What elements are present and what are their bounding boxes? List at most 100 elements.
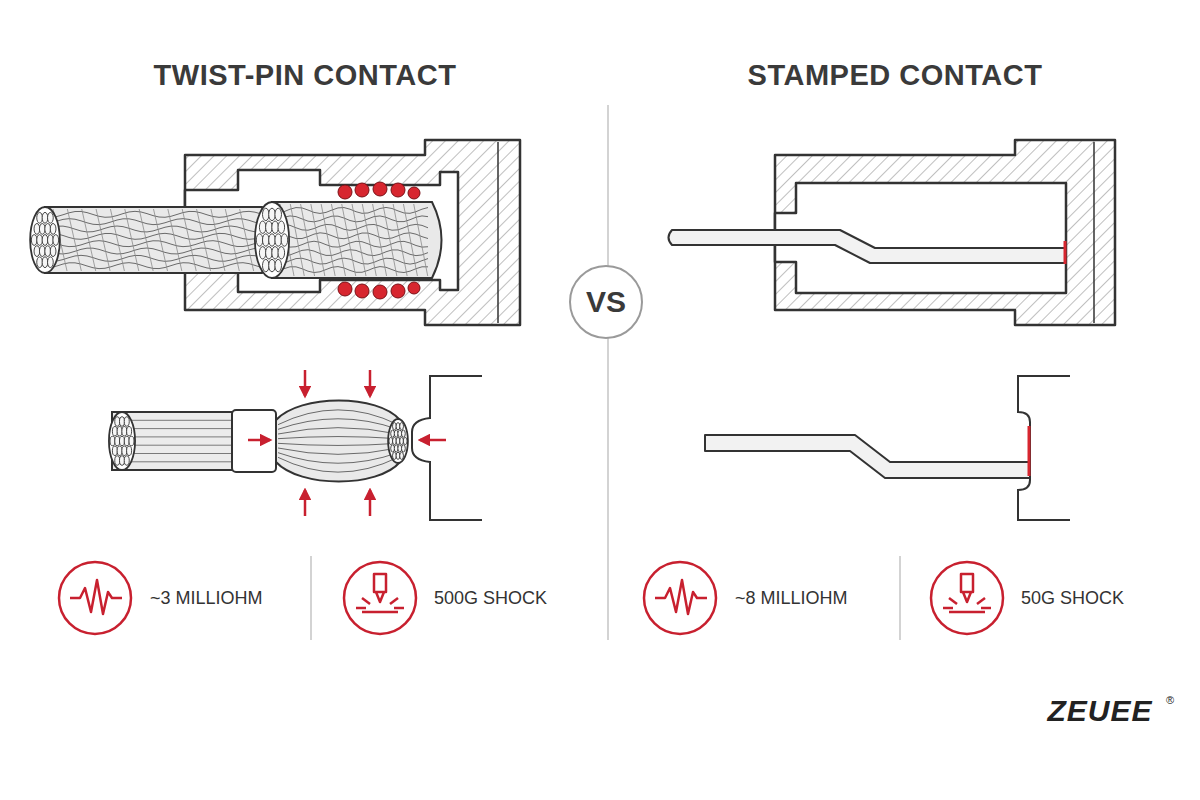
shock-rating: 50G SHOCK [1021, 588, 1124, 609]
twist-line [139, 209, 153, 271]
strand-end [278, 221, 285, 233]
strand-line [272, 250, 428, 256]
contact-bumps [391, 284, 405, 298]
strand-end [269, 208, 276, 220]
housing-profile [1018, 376, 1070, 520]
contact-bumps [373, 182, 387, 196]
contact-bumps [355, 284, 369, 298]
strand-end [115, 436, 120, 445]
shock-icon [981, 607, 991, 610]
twist-line [168, 209, 182, 271]
stat-divider [899, 556, 901, 640]
strand-end [42, 212, 48, 223]
cable-body [45, 207, 270, 273]
strand-line [272, 267, 428, 273]
strand-end [50, 224, 56, 235]
strand-line [45, 211, 261, 217]
shock-icon [356, 607, 366, 610]
strand-end [124, 417, 129, 426]
resistance-icon [70, 580, 122, 614]
strand-end [110, 436, 115, 445]
strand-end [263, 208, 270, 220]
strand-line [118, 453, 232, 454]
contact-bumps [408, 187, 420, 199]
strand-end [269, 259, 276, 271]
contact-bumps [338, 182, 420, 299]
strand-line [45, 233, 261, 239]
ferrule [232, 410, 276, 472]
strand-end-face [109, 412, 135, 470]
shock-icon [390, 598, 398, 604]
strand-line [278, 437, 398, 439]
strand-end [272, 247, 279, 259]
strand-end [53, 235, 59, 246]
twist-line [125, 209, 139, 271]
strand-end [42, 257, 48, 268]
force-arrows [420, 439, 446, 442]
strand-line [278, 410, 398, 425]
shock-icon [374, 574, 386, 592]
strand-end [48, 212, 54, 223]
strand-end [39, 246, 45, 257]
resistance-icon [59, 562, 131, 634]
strand-end [266, 247, 273, 259]
strand-end [37, 212, 43, 223]
shock-icon [961, 574, 973, 592]
shock-icon [943, 607, 953, 610]
stamped-housing [1093, 142, 1095, 323]
compressed-bundle [276, 401, 400, 482]
twist-line [342, 204, 356, 276]
shock-icon [977, 598, 985, 604]
strand-end [124, 436, 129, 445]
shock-icon [344, 562, 416, 634]
force-arrows [248, 439, 270, 442]
strand-end [124, 456, 129, 465]
force-arrows [248, 370, 446, 516]
strand-end [34, 224, 40, 235]
resistance-icon [644, 562, 716, 634]
twist-line [225, 209, 239, 271]
strand-end [127, 427, 132, 436]
twist-line [197, 209, 211, 271]
strand-end [48, 235, 54, 246]
strand-end [122, 446, 127, 455]
strand-end [117, 446, 122, 455]
housing-profile [412, 376, 482, 520]
twist-line [393, 204, 407, 276]
twist-line [331, 204, 345, 276]
twist-line [96, 209, 110, 271]
compression-detail [109, 401, 408, 482]
stamped-pin-detail [705, 435, 1030, 478]
resistance-icon [59, 562, 131, 634]
twist-line [290, 204, 304, 276]
contact-bumps [338, 282, 352, 296]
strand-end [115, 456, 120, 465]
section-heading: STAMPED CONTACT [748, 59, 1043, 92]
strand-end [115, 417, 120, 426]
force-arrows [369, 490, 372, 516]
contact-bumps [391, 183, 405, 197]
strand-end [275, 234, 282, 246]
shock-icon [931, 562, 1003, 634]
twist-line [154, 209, 168, 271]
strand-line [278, 448, 398, 454]
strand-end [401, 430, 405, 437]
strand-line [45, 226, 261, 232]
twist-line [311, 204, 325, 276]
strand-end [37, 235, 43, 246]
strand-end [275, 259, 282, 271]
stamped-pin-detail [705, 435, 1030, 478]
strand-end-face [255, 202, 289, 278]
stamped-pin [669, 230, 1067, 263]
twist-line [67, 209, 81, 271]
contact-point [1064, 241, 1067, 264]
strand-line [278, 457, 398, 472]
shock-icon [949, 598, 957, 604]
twist-line [110, 209, 124, 271]
strand-line [278, 428, 398, 434]
strand-end [263, 259, 270, 271]
shock-icon [963, 592, 971, 602]
shock-rating: 500G SHOCK [434, 588, 547, 609]
contact-point [1028, 426, 1031, 476]
